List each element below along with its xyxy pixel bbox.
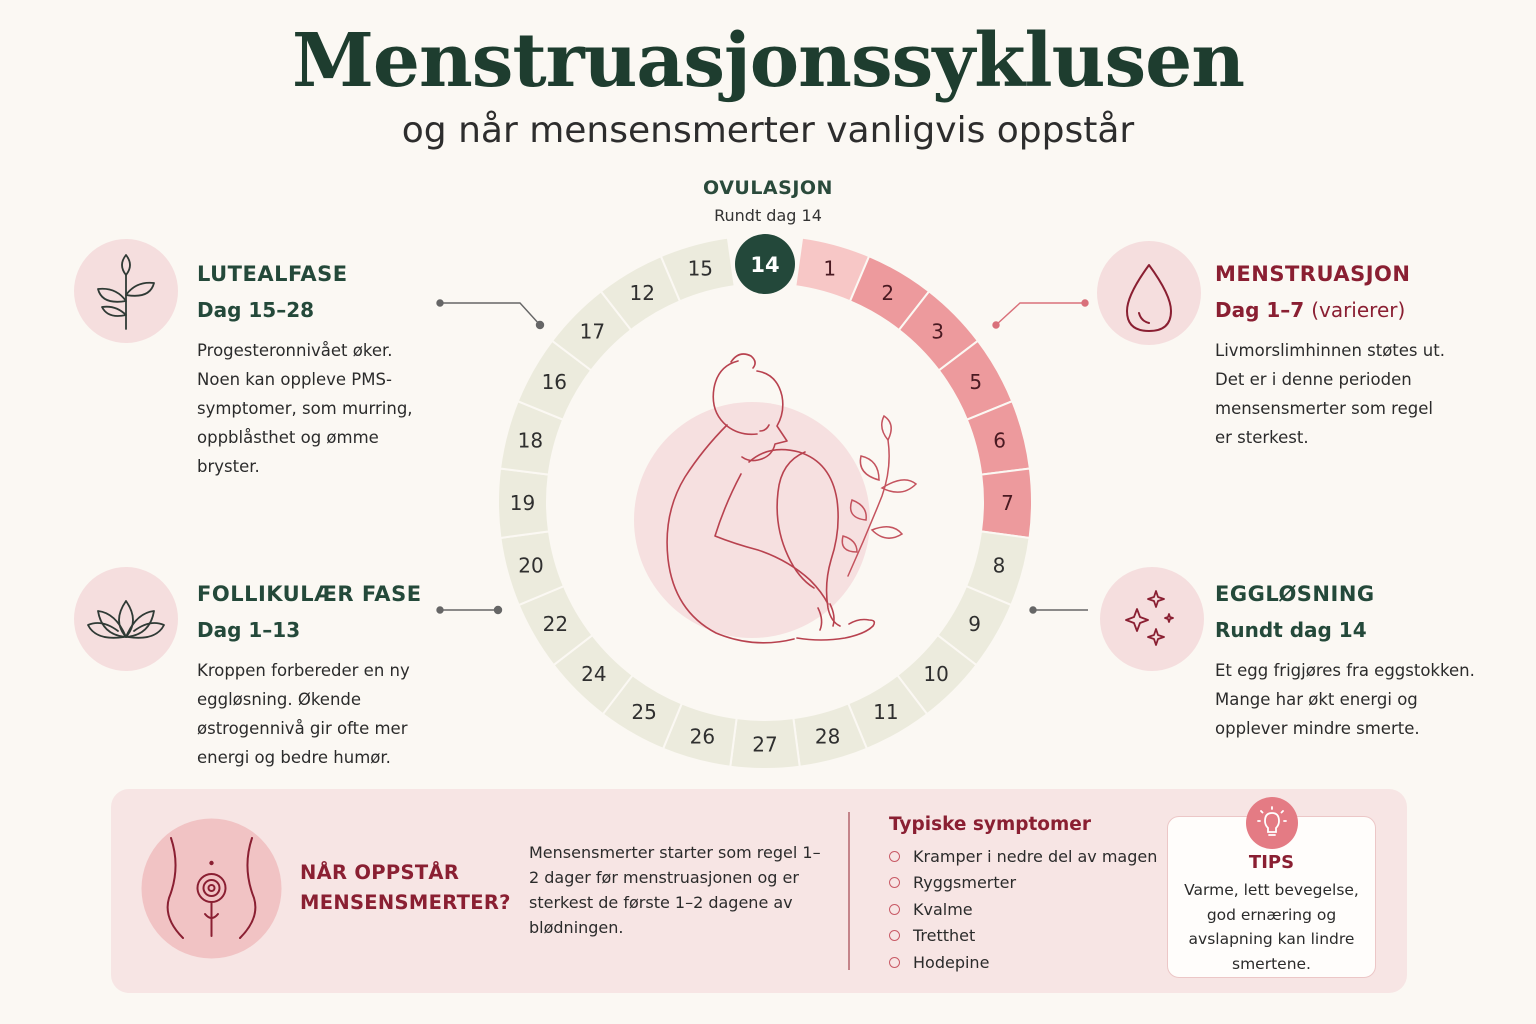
follicular-days: Dag 1–13: [197, 618, 301, 642]
page-subtitle: og når mensensmerter vanligvis oppstår: [401, 110, 1135, 151]
cycle-day-label: 6: [993, 429, 1006, 453]
cycle-day-label: 2: [881, 281, 894, 305]
luteal-icon-circle: [74, 239, 178, 343]
cycle-day-label: 22: [543, 612, 568, 636]
cycle-day-label: 26: [690, 724, 715, 748]
circle-bullet-icon: [889, 956, 900, 968]
plant-icon: [97, 254, 155, 330]
pain-question: NÅR OPPSTÅR MENSENSMERTER?: [300, 858, 520, 918]
ovulation-connector-dot: [1029, 606, 1037, 614]
cycle-day-label: 27: [752, 733, 777, 757]
cycle-day-label: 5: [969, 370, 982, 394]
symptom-item: Hodepine: [889, 949, 1157, 976]
follicular-phase-block: FOLLIKULÆR FASE Dag 1–13 Kroppen forbere…: [197, 582, 497, 772]
cycle-day-label: 11: [873, 700, 898, 724]
cycle-day-label: 18: [518, 429, 543, 453]
follicular-connector-end: [493, 605, 503, 615]
cycle-day-segment: [659, 236, 736, 303]
sparkle-icon: [1125, 590, 1174, 646]
ovulation-marker-label: OVULASJON: [703, 177, 833, 199]
cycle-day-label: 15: [688, 256, 713, 280]
cycle-day-label: 9: [968, 612, 981, 636]
menstruation-description: Livmorslimhinnen støtes ut. Det er i den…: [1215, 341, 1445, 447]
ovulation-phase-block: EGGLØSNING Rundt dag 14 Et egg frigjøres…: [1215, 582, 1515, 743]
cycle-day-label: 3: [931, 320, 944, 344]
circle-bullet-icon: [889, 903, 900, 915]
symptom-label: Kvalme: [913, 899, 973, 919]
cycle-day-label: 16: [542, 370, 567, 394]
tips-text: Varme, lett bevegelse, god ernæring og a…: [1184, 881, 1359, 973]
menstruation-title: MENSTRUASJON: [1215, 262, 1411, 286]
luteal-title: LUTEALFASE: [197, 262, 348, 286]
symptoms-title: Typiske symptomer: [889, 814, 1091, 835]
luteal-connector-dot: [436, 299, 444, 307]
luteal-connector-end: [535, 320, 545, 330]
menstruation-icon-circle: [1097, 241, 1201, 345]
menstruation-connector-end: [992, 321, 1000, 329]
ovulation-day-number: 14: [750, 253, 779, 277]
cycle-day-label: 1: [823, 256, 836, 280]
tips-title: TIPS: [1248, 852, 1295, 873]
menstruation-connector: [995, 302, 1085, 326]
symptom-label: Ryggsmerter: [913, 873, 1017, 893]
menstruation-phase-block: MENSTRUASJON Dag 1–7 (varierer) Livmorsl…: [1215, 262, 1515, 452]
ovulation-day-badge: 14: [735, 234, 795, 294]
follicular-title: FOLLIKULÆR FASE: [197, 582, 422, 606]
circle-bullet-icon: [889, 930, 900, 942]
circle-bullet-icon: [889, 877, 900, 889]
luteal-phase-block: LUTEALFASE Dag 15–28 Progesteronnivået ø…: [197, 262, 497, 481]
cycle-day-label: 10: [923, 662, 948, 686]
lightbulb-icon: [1257, 806, 1287, 836]
symptom-item: Ryggsmerter: [889, 870, 1157, 897]
seated-woman-illustration: [666, 353, 876, 644]
luteal-days: Dag 15–28: [197, 298, 315, 322]
symptom-label: Kramper i nedre del av magen: [913, 846, 1158, 866]
page-title: Menstruasjonssyklusen: [291, 18, 1245, 104]
follicular-icon-circle: [74, 567, 178, 671]
circle-bullet-icon: [889, 850, 900, 862]
cycle-day-label: 28: [815, 724, 840, 748]
ovulation-description: Et egg frigjøres fra eggstokken. Mange h…: [1215, 661, 1475, 738]
symptom-label: Tretthet: [913, 926, 976, 946]
follicular-connector-dot: [436, 606, 444, 614]
cycle-day-label: 25: [631, 700, 656, 724]
ovulation-icon-circle: [1100, 567, 1204, 671]
symptoms-list: Kramper i nedre del av magen Ryggsmerter…: [889, 843, 1157, 976]
follicular-description: Kroppen forbereder en ny eggløsning. Øke…: [197, 661, 410, 767]
cycle-day-label: 17: [580, 320, 605, 344]
cycle-day-label: 19: [510, 491, 535, 515]
cycle-day-label: 20: [518, 554, 543, 578]
luteal-description: Progesteronnivået øker. Noen kan oppleve…: [197, 341, 413, 476]
lotus-icon: [87, 600, 165, 639]
luteal-connector: [440, 302, 541, 326]
pain-question-line2: MENSENSMERTER?: [300, 891, 511, 914]
ovulation-days: Rundt dag 14: [1215, 618, 1367, 642]
pain-answer: Mensensmerter starter som regel 1–2 dage…: [529, 843, 821, 937]
panel-divider: [848, 812, 850, 970]
cycle-day-label: 12: [629, 281, 654, 305]
menstruation-days-value: Dag 1–7: [1215, 298, 1305, 322]
tips-bulb-badge: [1246, 797, 1298, 849]
symptom-item: Kramper i nedre del av magen: [889, 843, 1157, 870]
inner-blush-circle: [634, 402, 870, 638]
drop-icon: [1126, 264, 1172, 332]
sprig-illustration: [841, 414, 918, 577]
menstruation-days: Dag 1–7 (varierer): [1215, 298, 1515, 322]
ovulation-title: EGGLØSNING: [1215, 582, 1375, 606]
symptom-item: Tretthet: [889, 923, 1157, 950]
cycle-day-label: 8: [993, 554, 1006, 578]
menstruation-days-note: (varierer): [1311, 298, 1406, 322]
cycle-day-label: 24: [581, 662, 606, 686]
ovulation-marker-sub: Rundt dag 14: [714, 206, 822, 225]
abdomen-icon: [141, 818, 282, 959]
symptom-label: Hodepine: [913, 952, 990, 972]
symptom-item: Kvalme: [889, 896, 1157, 923]
menstruation-connector-dot: [1081, 299, 1089, 307]
cycle-day-label: 7: [1001, 491, 1014, 515]
ovulation-day-circle: [735, 234, 795, 294]
pain-question-line1: NÅR OPPSTÅR: [300, 861, 460, 884]
